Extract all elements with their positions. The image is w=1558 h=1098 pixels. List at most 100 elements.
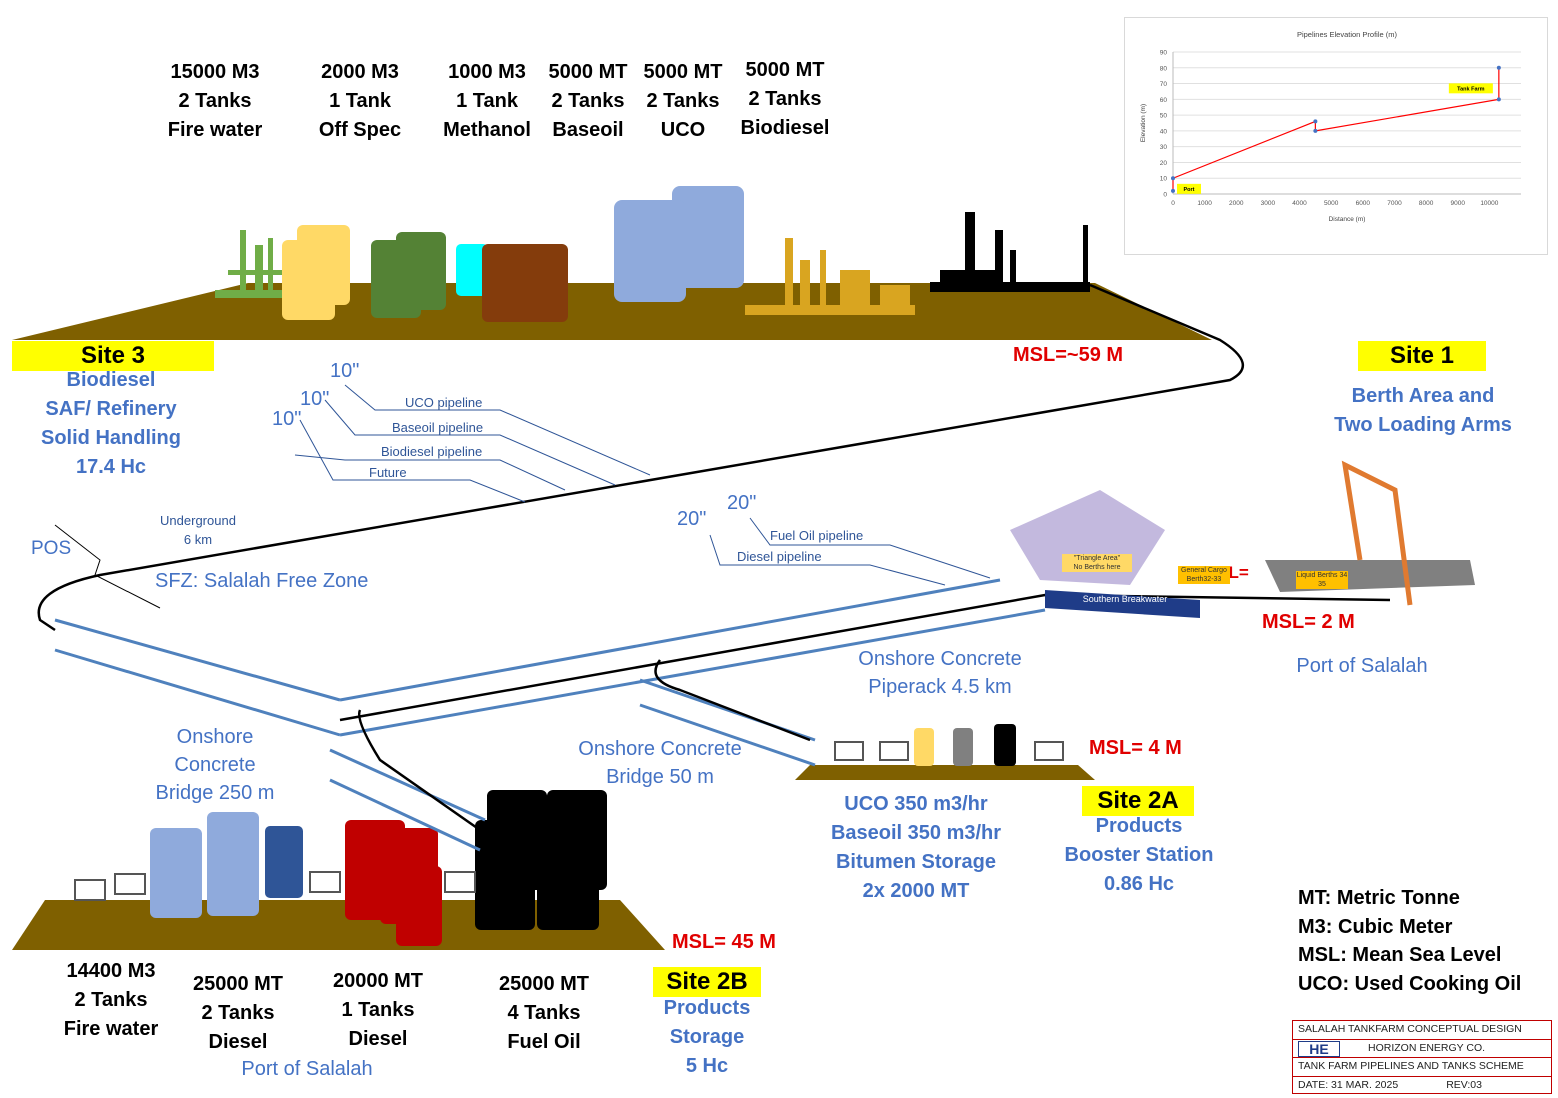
- tank-group-site3: [282, 186, 744, 322]
- chart-ylabel: Elevation (m): [1140, 104, 1147, 142]
- tank-group-site2b: [150, 790, 607, 946]
- tank-black-4: [537, 820, 599, 930]
- site2b-tank-line: 25000 MT: [192, 973, 284, 995]
- site3-tank-line: 2 Tanks: [748, 88, 822, 110]
- site3-tank-line: 5000 MT: [745, 59, 825, 81]
- site3-tank-line: 2000 M3: [321, 61, 399, 83]
- pipe-size-3: 10": [272, 408, 302, 430]
- pipeline-label-fueloil: Fuel Oil pipeline: [770, 528, 864, 543]
- chart-data-point: [1171, 176, 1175, 181]
- site3-tank-line: 2 Tanks: [646, 90, 720, 112]
- pipeline-label-baseoil: Baseoil pipeline: [392, 420, 484, 435]
- chart-xtick-label: 7000: [1387, 200, 1402, 207]
- southern-breakwater: [1045, 590, 1200, 618]
- callout-leaders: [294, 384, 991, 586]
- site3-label: Site 3: [12, 341, 214, 371]
- site3-tank-line: 1000 M3: [448, 61, 526, 83]
- chart-xtick-label: 6000: [1356, 200, 1371, 207]
- chart-xlabel: Distance (m): [1329, 216, 1366, 223]
- chart-data-point: [1313, 128, 1318, 133]
- tank-lightblue-1: [150, 828, 202, 918]
- chart-ytick-label: 20: [1160, 160, 1168, 167]
- chart-data-point: [1171, 188, 1175, 193]
- tank-navy: [265, 826, 303, 898]
- title-drawing: TANK FARM PIPELINES AND TANKS SCHEME: [1293, 1058, 1551, 1077]
- pipeline-label-future: Future: [369, 465, 407, 480]
- chart-xtick-label: 4000: [1292, 200, 1307, 207]
- title-block: SALALAH TANKFARM CONCEPTUAL DESIGN HE HO…: [1292, 1020, 1552, 1094]
- breakwater-label: Southern Breakwater: [1082, 594, 1168, 604]
- tank-yellow-front: [282, 240, 335, 320]
- site1-label: Site 1: [1358, 341, 1486, 371]
- chart-xtick-label: 3000: [1261, 200, 1276, 207]
- site3-tank-line: Methanol: [443, 119, 531, 141]
- chart-data-point: [1313, 119, 1318, 124]
- site3-tank-line: 2 Tanks: [178, 90, 252, 112]
- site2b-label: Site 2B: [653, 967, 761, 997]
- chart-annotation-box: [1177, 183, 1201, 194]
- pos-break-symbol: [54, 524, 161, 609]
- site2b-tank-line: 14400 M3: [66, 960, 156, 982]
- pump-icons: [74, 741, 1064, 901]
- site2a-msl: MSL= 4 M: [1089, 737, 1182, 759]
- refinery-gold-icon: [745, 238, 915, 315]
- site3-tank-line: 1 Tank: [456, 90, 518, 112]
- tank-green-front: [371, 240, 421, 318]
- title-date: DATE: 31 MAR. 2025: [1298, 1078, 1399, 1091]
- site3-tank-line: Baseoil: [552, 119, 624, 141]
- tank-red-3: [396, 866, 442, 946]
- site2b-port: Port of Salalah: [241, 1058, 373, 1080]
- site3-tank-line: Biodiesel: [740, 117, 830, 139]
- site3-tank-line: Off Spec: [318, 119, 402, 141]
- site2b-tank-line: Fuel Oil: [507, 1031, 581, 1053]
- site3-tank-line: 5000 MT: [643, 61, 723, 83]
- pipe-size-2: 10": [300, 388, 330, 410]
- company-name: HORIZON ENERGY CO.: [1368, 1041, 1486, 1054]
- chart-series-line: [1172, 67, 1500, 191]
- title-project: SALALAH TANKFARM CONCEPTUAL DESIGN: [1293, 1021, 1551, 1040]
- site3-tank-line: 5000 MT: [548, 61, 628, 83]
- loading-arm-icon: [1341, 460, 1413, 606]
- site2b-tank-line: Fire water: [63, 1018, 159, 1040]
- chart-ytick-label: 40: [1160, 128, 1168, 135]
- title-rev: REV:03: [1446, 1078, 1482, 1091]
- chart-annotation-label: Port: [1184, 187, 1195, 193]
- site1-port: Port of Salalah: [1296, 655, 1428, 677]
- tank-cyan: [456, 244, 488, 296]
- site2b-tank-line: 2 Tanks: [74, 989, 148, 1011]
- site2b-tank-line: 2 Tanks: [201, 1002, 275, 1024]
- site2b-tank-line: 1 Tanks: [341, 999, 415, 1021]
- site2b-tank-line: Diesel: [348, 1028, 408, 1050]
- site3-tank-line: UCO: [660, 119, 706, 141]
- site2a-platform: [795, 765, 1095, 780]
- pipe-size-5: 20": [677, 508, 707, 530]
- berth-note-triangle: "Triangle Area"No Berths here: [1062, 554, 1132, 572]
- tank-lightblue-back: [672, 186, 744, 288]
- chart-ytick-label: 30: [1160, 144, 1168, 151]
- sfz-label: SFZ: Salalah Free Zone: [155, 570, 369, 592]
- tank-black-3: [475, 820, 535, 930]
- site2b-tank-line: 20000 MT: [332, 970, 424, 992]
- chart-ytick-label: 10: [1160, 176, 1168, 183]
- chart-xtick-label: 0: [1171, 200, 1175, 207]
- site3-tank-line: 2 Tanks: [551, 90, 625, 112]
